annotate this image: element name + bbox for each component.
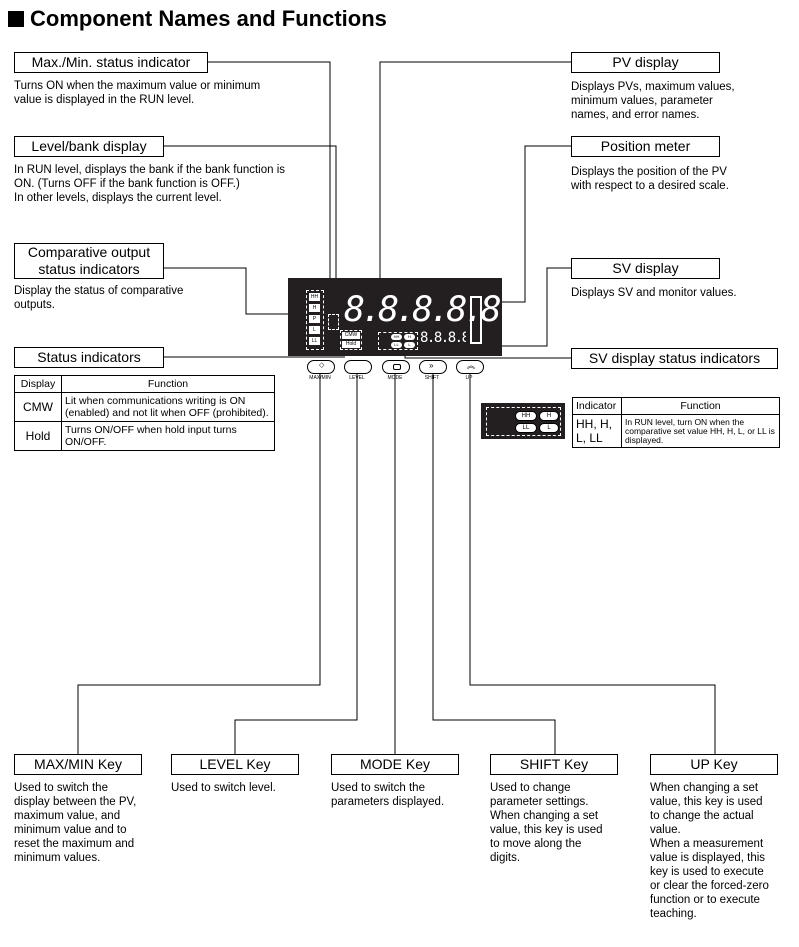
- indicator-column: HH H P L LL: [306, 290, 324, 350]
- maxmin-key-title: MAX/MIN Key: [14, 754, 142, 775]
- maxmin-key-label: MAX/MIN: [309, 375, 331, 381]
- sv-status-box: HH H LL L: [378, 332, 418, 350]
- mode-key-label: MODE: [387, 375, 403, 381]
- level-bank-desc: In RUN level, displays the bank if the b…: [14, 164, 286, 204]
- sv-display-desc: Displays SV and monitor values.: [571, 287, 737, 299]
- double-chevron-right-icon: »: [429, 361, 434, 370]
- status-badge-box: CMW Hold: [340, 330, 362, 350]
- level-key-desc: Used to switch level.: [171, 782, 276, 794]
- mode-key-title: MODE Key: [331, 754, 459, 775]
- level-key-title: LEVEL Key: [171, 754, 299, 775]
- double-chevron-up-icon: ︽: [467, 361, 475, 370]
- detail-badge-l: L: [539, 423, 559, 433]
- compare-badge-hh: HH: [391, 334, 402, 340]
- mode-icon: [393, 364, 401, 370]
- square-bullet-icon: [8, 11, 24, 27]
- indicator-detail-graphic: HH H LL L: [481, 403, 565, 439]
- maxmin-key[interactable]: ◇: [307, 360, 335, 374]
- shift-key-title: SHIFT Key: [490, 754, 618, 775]
- up-key-label: UP: [465, 375, 473, 381]
- pv-display: 8.8.8.8.8.: [344, 290, 519, 330]
- hold-badge: Hold: [342, 341, 360, 348]
- status-indicators-label: Status indicators: [14, 347, 164, 368]
- indicator-detail-frame: HH H LL L: [486, 407, 561, 436]
- indicator-hh: HH: [309, 293, 320, 301]
- detail-badge-ll: LL: [515, 423, 537, 433]
- shift-key[interactable]: »: [419, 360, 447, 374]
- maxmin-status-label: Max./Min. status indicator: [14, 52, 208, 73]
- mode-key[interactable]: [382, 360, 410, 374]
- up-key[interactable]: ︽: [456, 360, 484, 374]
- detail-badge-h: H: [539, 411, 559, 421]
- level-bank-digit: [328, 314, 339, 330]
- level-key[interactable]: [344, 360, 372, 374]
- position-meter-label: Position meter: [571, 136, 720, 157]
- indicator-l: L: [309, 326, 320, 334]
- level-key-label: LEVEL: [349, 375, 365, 381]
- sv-status-label: SV display status indicators: [571, 348, 778, 369]
- cmw-badge: CMW: [342, 332, 360, 339]
- pv-display-label: PV display: [571, 52, 720, 73]
- pv-display-desc: Displays PVs, maximum values,minimum val…: [571, 81, 735, 121]
- sv-display: 8.8.8.8.8: [420, 330, 466, 346]
- up-key-title: UP Key: [650, 754, 778, 775]
- shift-key-label: SHIFT: [424, 375, 440, 381]
- diamond-icon: ◇: [319, 362, 325, 369]
- indicator-p: P: [309, 315, 320, 323]
- key-row: ◇ MAX/MIN LEVEL MODE » SHIFT ︽ UP: [288, 360, 502, 388]
- detail-badge-hh: HH: [515, 411, 537, 421]
- maxmin-status-desc: Turns ON when the maximum value or minim…: [14, 80, 261, 106]
- level-bank-label: Level/bank display: [14, 136, 164, 157]
- compare-badge-h: H: [404, 334, 415, 340]
- compare-badge-l: L: [404, 342, 415, 348]
- position-meter: [470, 296, 482, 344]
- indicator-h: H: [309, 304, 320, 312]
- device-front-panel: HH H P L LL 8.8.8.8.8. CMW Hold HH H LL …: [288, 278, 519, 356]
- sv-display-label: SV display: [571, 258, 720, 279]
- compare-badge-ll: LL: [391, 342, 402, 348]
- indicator-ll: LL: [309, 337, 320, 345]
- page-title: Component Names and Functions: [8, 6, 387, 32]
